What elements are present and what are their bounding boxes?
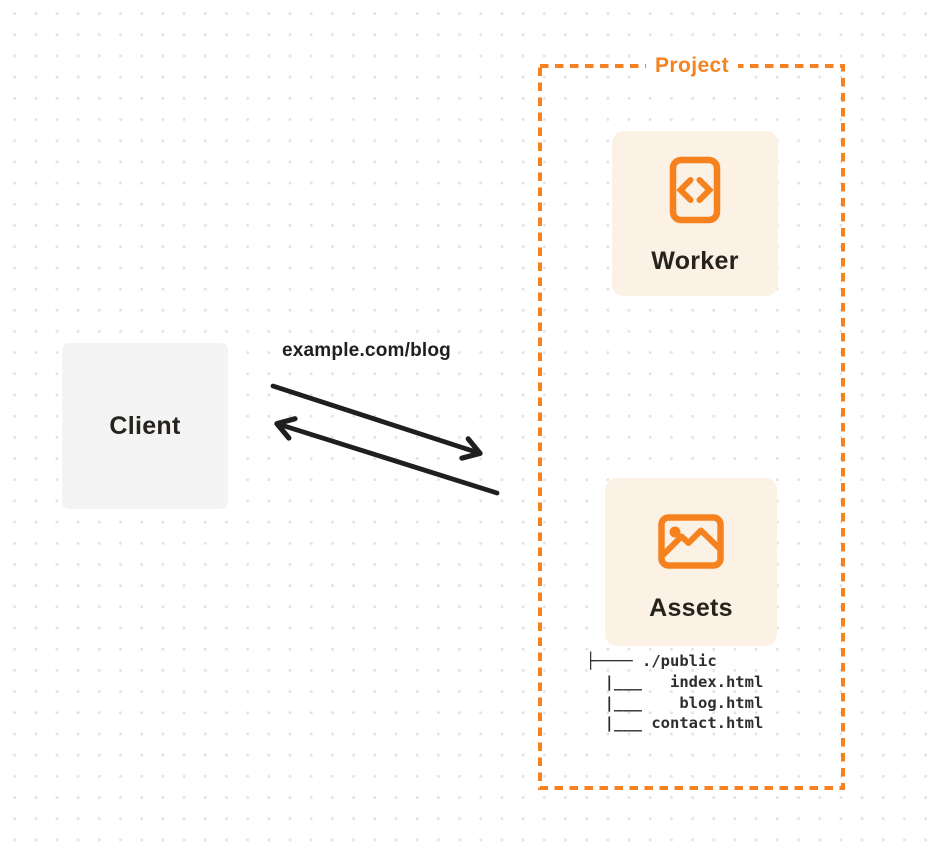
request-url-label: example.com/blog [282,340,451,361]
request-arrow [270,383,483,461]
client-box: Client [62,343,228,509]
worker-box: Worker [612,131,778,296]
project-label: Project [646,52,738,80]
client-label: Client [109,411,181,440]
response-arrow [274,416,500,496]
assets-label: Assets [649,594,733,622]
code-file-icon [669,156,721,224]
assets-file-tree: ├──── ./public |___ index.html |___ blog… [586,652,764,733]
assets-box: Assets [605,478,777,646]
image-icon [658,514,724,569]
worker-label: Worker [651,247,739,275]
